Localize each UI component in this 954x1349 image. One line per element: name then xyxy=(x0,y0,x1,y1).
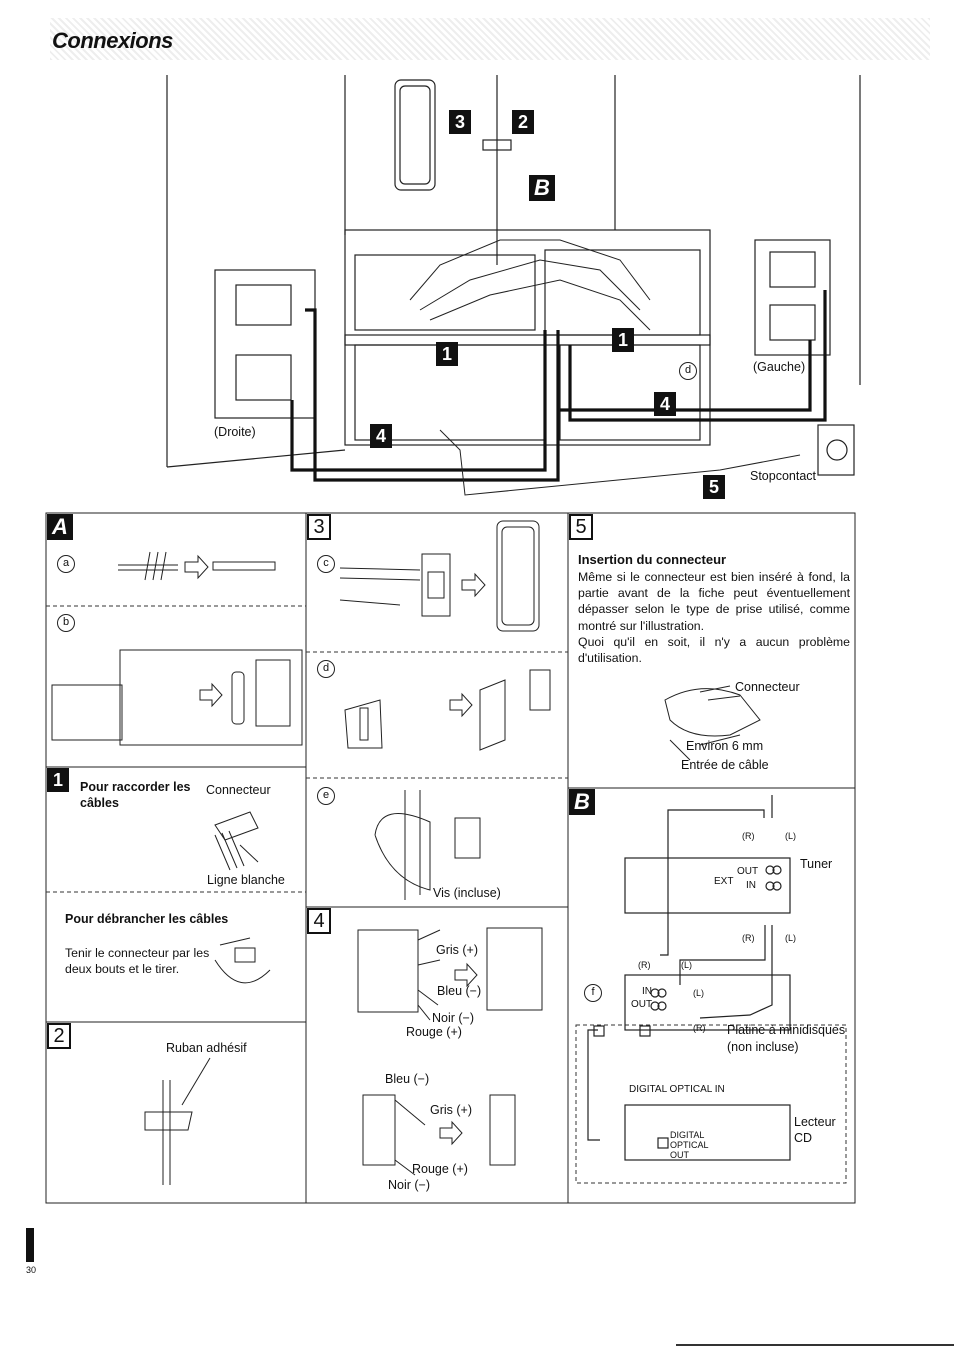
disconnect-cables-heading: Pour débrancher les câbles xyxy=(65,912,229,926)
cd-player-label-2: CD xyxy=(794,1131,813,1145)
insertion-heading: Insertion du connecteur xyxy=(578,552,727,567)
panel-4-badge: 4 xyxy=(307,908,331,934)
outlet-label: Stopcontact xyxy=(750,469,817,483)
wire-grey-label-1: Gris (+) xyxy=(436,943,479,957)
digital-optical-in-label: DIGITAL OPTICAL IN xyxy=(629,1084,725,1095)
cable-entry-label: Entrée de câble xyxy=(681,758,769,772)
screw-label: Vis (incluse) xyxy=(433,886,501,900)
wire-red-label-2: Rouge (+) xyxy=(412,1162,468,1176)
tuner-l-top: (L) xyxy=(785,831,796,841)
white-line-label: Ligne blanche xyxy=(207,873,285,887)
tuner-in-label: IN xyxy=(746,880,756,891)
right-speaker-label: (Droite) xyxy=(214,425,256,439)
step-b-circle: b xyxy=(57,614,75,632)
section-marker-b: B xyxy=(529,175,555,201)
digital-out-label-2: OPTICAL xyxy=(670,1140,709,1150)
wire-black-label-2: Noir (−) xyxy=(388,1178,431,1192)
tuner-out-label: OUT xyxy=(737,866,759,877)
footer-rule xyxy=(676,1344,954,1346)
step-marker-5: 5 xyxy=(703,475,725,499)
minidisc-label: Platine à minidisques xyxy=(727,1023,846,1037)
wire-blue-label-1: Bleu (−) xyxy=(437,984,482,998)
disconnect-instruction: Tenir le connecteur par les deux bouts e… xyxy=(65,946,210,977)
gap-label: Environ 6 mm xyxy=(686,739,764,753)
panel-b-badge: B xyxy=(569,789,595,815)
cd-player-label-1: Lecteur xyxy=(794,1115,836,1129)
page-title: Connexions xyxy=(52,28,173,53)
wire-blue-label-2: Bleu (−) xyxy=(385,1072,430,1086)
step-marker-1-right: 1 xyxy=(612,328,634,352)
tuner-label: Tuner xyxy=(800,857,833,871)
md-in-label: IN xyxy=(642,986,652,997)
panel-1-badge: 1 xyxy=(47,768,69,792)
md-r-bottom: (R) xyxy=(693,1023,706,1033)
wire-grey-label-2: Gris (+) xyxy=(430,1103,473,1117)
step-c-circle: c xyxy=(317,555,335,573)
wire-red-label-1: Rouge (+) xyxy=(406,1025,462,1039)
panel-5-badge: 5 xyxy=(569,514,593,540)
title-band xyxy=(50,18,930,60)
digital-out-label-3: OUT xyxy=(670,1150,689,1160)
tuner-r-bottom: (R) xyxy=(742,933,755,943)
md-r-top: (R) xyxy=(638,960,651,970)
tuner-r-top: (R) xyxy=(742,831,755,841)
digital-out-label-1: DIGITAL xyxy=(670,1130,705,1140)
step-marker-2: 2 xyxy=(512,110,534,134)
md-l-top: (L) xyxy=(681,960,692,970)
step-marker-1-left: 1 xyxy=(436,342,458,366)
left-speaker-label: (Gauche) xyxy=(753,360,806,374)
connector-label: Connecteur xyxy=(206,783,271,797)
panel-a-badge: A xyxy=(47,514,73,540)
marker-d-circle: d xyxy=(679,362,697,380)
step-d-circle: d xyxy=(317,660,335,678)
tuner-l-bottom: (L) xyxy=(785,933,796,943)
panel-3-badge: 3 xyxy=(307,514,331,540)
insertion-paragraph-2: Quoi qu'il en soit, il n'y a aucun probl… xyxy=(578,635,850,666)
step-e-circle: e xyxy=(317,787,335,805)
md-l-bottom: (L) xyxy=(693,988,704,998)
step-f-circle: f xyxy=(584,984,602,1002)
page-number: 30 xyxy=(26,1265,37,1275)
tuner-ext-label: EXT xyxy=(714,876,734,887)
page-edge-marker xyxy=(26,1228,34,1262)
step-marker-4-right: 4 xyxy=(654,392,676,416)
connect-cables-heading: Pour raccorder les câbles xyxy=(80,780,191,810)
tape-label: Ruban adhésif xyxy=(166,1041,247,1055)
md-out-label: OUT xyxy=(631,999,653,1010)
insertion-paragraph-1: Même si le connecteur est bien inséré à … xyxy=(578,570,850,633)
step-marker-3: 3 xyxy=(449,110,471,134)
not-included-label: (non incluse) xyxy=(727,1040,799,1054)
panel-2-badge: 2 xyxy=(47,1023,71,1049)
wire-black-label-1: Noir (−) xyxy=(432,1011,475,1025)
step-a-circle: a xyxy=(57,555,75,573)
plug-connector-label: Connecteur xyxy=(735,680,800,694)
step-marker-4-left: 4 xyxy=(370,424,392,448)
